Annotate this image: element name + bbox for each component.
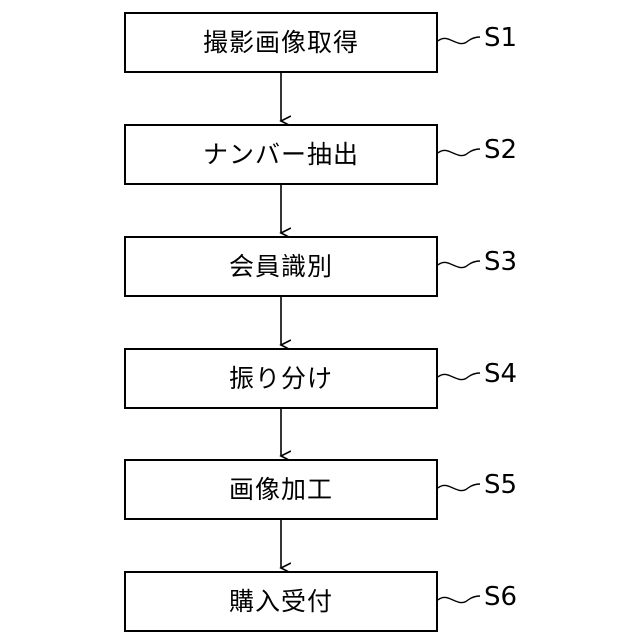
- step-label-s3: S3: [484, 249, 517, 275]
- step-text: 会員識別: [229, 254, 333, 279]
- step-box-s2: ナンバー抽出: [124, 124, 438, 185]
- step-label-s4: S4: [484, 361, 517, 387]
- step-box-s5: 画像加工: [124, 459, 438, 520]
- step-label-s1: S1: [484, 25, 517, 51]
- step-box-s3: 会員識別: [124, 236, 438, 297]
- step-text: 購入受付: [229, 589, 333, 614]
- step-text: 画像加工: [229, 477, 333, 502]
- leader-s4: [438, 373, 480, 380]
- leader-s2: [438, 149, 480, 156]
- step-box-s4: 振り分け: [124, 348, 438, 409]
- step-label-s6: S6: [484, 584, 517, 610]
- leader-s5: [438, 484, 480, 491]
- step-box-s1: 撮影画像取得: [124, 12, 438, 73]
- step-box-s6: 購入受付: [124, 571, 438, 632]
- step-text: 撮影画像取得: [203, 30, 359, 55]
- step-text: ナンバー抽出: [203, 142, 359, 167]
- leader-s1: [438, 37, 480, 44]
- step-text: 振り分け: [229, 366, 333, 391]
- leader-s6: [438, 596, 480, 603]
- step-label-s5: S5: [484, 472, 517, 498]
- step-label-s2: S2: [484, 137, 517, 163]
- leader-s3: [438, 261, 480, 268]
